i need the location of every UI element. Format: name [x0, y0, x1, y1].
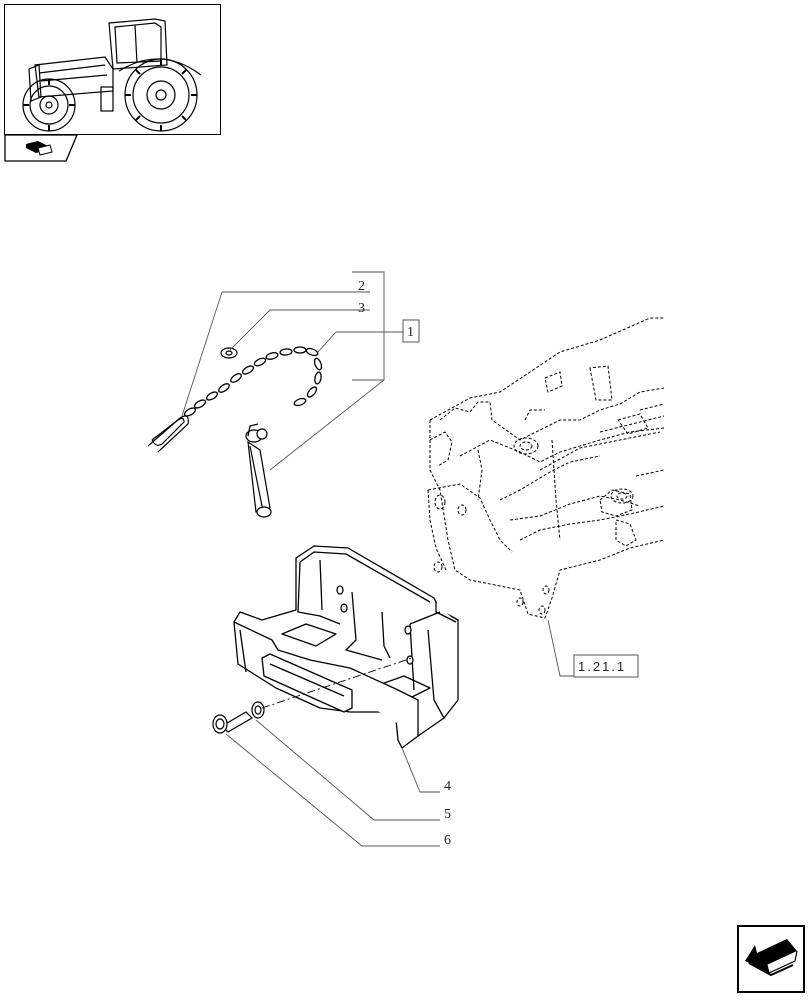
chain [183, 346, 323, 437]
callout-6: 6 [444, 833, 451, 848]
ballast-weight [233, 545, 459, 749]
callout-2: 2 [358, 279, 365, 294]
bolt [212, 711, 253, 734]
leader-lines [181, 271, 574, 847]
front-frame-reference [427, 317, 665, 619]
washer [251, 701, 265, 719]
tractor-thumbnail [4, 4, 221, 135]
bolt-axis-line [261, 657, 413, 709]
spring-clip [147, 415, 189, 453]
tractor-icon [22, 18, 202, 132]
callout-labels: 2 3 1 4 5 6 1.21.1 [358, 279, 639, 848]
callout-3: 3 [358, 301, 365, 316]
reference-callout: 1.21.1 [578, 659, 626, 674]
callout-4: 4 [444, 779, 451, 794]
small-washer [220, 347, 238, 359]
callout-1: 1 [407, 325, 414, 340]
callout-5: 5 [444, 807, 451, 822]
ballast-weight-section-icon [4, 134, 78, 162]
reference-box [573, 654, 639, 678]
callout-1-box [402, 319, 420, 343]
hitch-pin [245, 428, 272, 518]
previous-page-arrow-icon[interactable] [737, 925, 805, 993]
